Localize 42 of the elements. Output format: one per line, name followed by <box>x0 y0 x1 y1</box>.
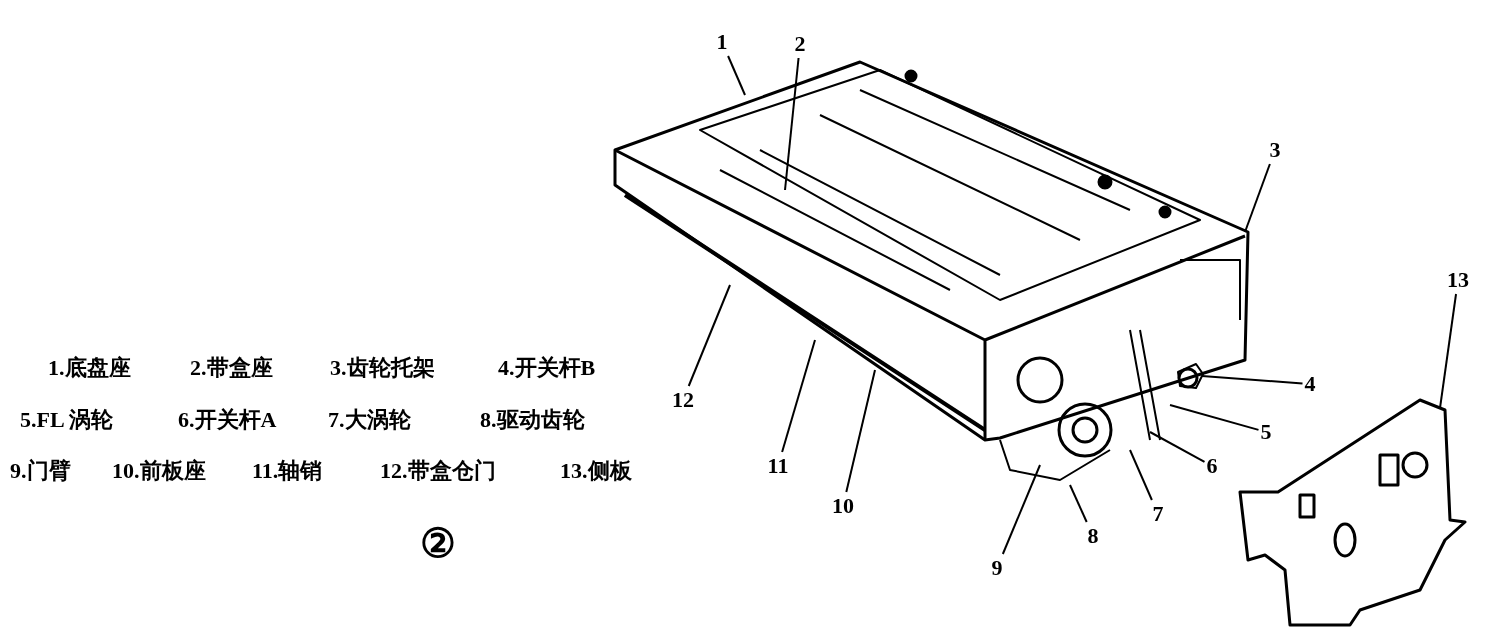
callout-number: 12 <box>672 388 694 412</box>
leader-line <box>1244 163 1271 233</box>
part-legend-text: 6.开关杆A <box>178 407 277 433</box>
part-legend-text: 4.开关杆B <box>498 355 596 381</box>
leader-line <box>845 369 876 493</box>
part-legend-text: 1.底盘座 <box>48 355 131 381</box>
leader-line <box>781 339 816 453</box>
callout-number: 5 <box>1260 420 1272 444</box>
callout-number: 2 <box>794 32 806 56</box>
leader-line <box>727 55 746 96</box>
leader-line <box>1129 449 1153 501</box>
part-legend-text: 2.带盒座 <box>190 355 273 381</box>
figure-number: ② <box>420 522 456 566</box>
side-plate-drawing <box>1238 398 1467 627</box>
part-legend-text: 9.门臂 <box>10 458 71 484</box>
leader-line <box>1001 464 1041 555</box>
leader-line <box>1069 484 1088 523</box>
callout-number: 13 <box>1447 268 1469 292</box>
leader-line <box>687 284 731 387</box>
leader-line <box>784 57 800 191</box>
part-legend-text: 13.侧板 <box>560 458 632 484</box>
part-legend-text: 3.齿轮托架 <box>330 355 435 381</box>
part-legend-text: 12.带盒仓门 <box>380 458 496 484</box>
leader-line <box>1169 404 1260 431</box>
part-legend-text: 10.前板座 <box>112 458 206 484</box>
callout-number: 8 <box>1087 524 1099 548</box>
part-legend-text: 8.驱动齿轮 <box>480 407 585 433</box>
lever-drawing <box>1177 363 1204 389</box>
callout-number: 7 <box>1152 502 1164 526</box>
callout-number: 4 <box>1304 372 1316 396</box>
callout-number: 11 <box>767 454 789 478</box>
callout-number: 6 <box>1206 454 1218 478</box>
part-legend-text: 5.FL 涡轮 <box>20 407 113 433</box>
callout-number: 10 <box>832 494 854 518</box>
leader-line <box>1439 293 1458 409</box>
callout-number: 9 <box>991 556 1003 580</box>
part-legend-text: 7.大涡轮 <box>328 407 411 433</box>
callout-number: 1 <box>716 30 728 54</box>
part-legend-text: 11.轴销 <box>252 458 323 484</box>
leader-line <box>1149 431 1206 463</box>
callout-number: 3 <box>1269 138 1281 162</box>
leader-line <box>1201 375 1304 385</box>
